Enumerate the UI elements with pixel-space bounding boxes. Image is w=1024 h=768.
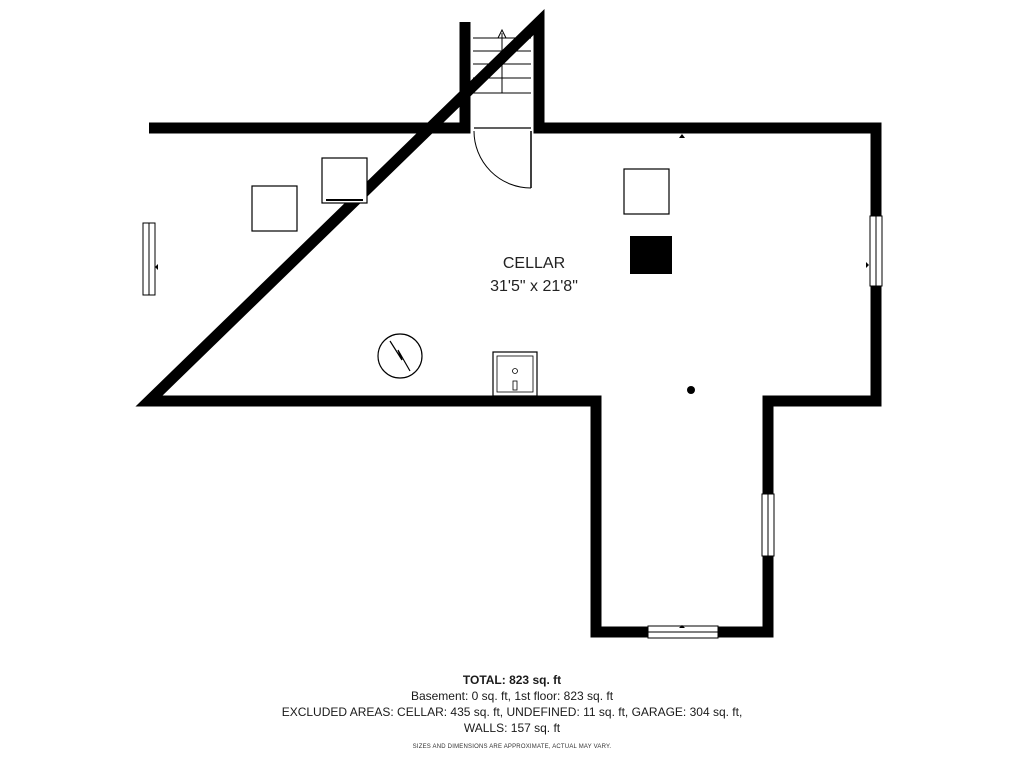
appliance-icon: [251, 185, 298, 232]
chimney-icon: [630, 236, 672, 274]
sink-icon: [492, 351, 538, 397]
window-icon: [142, 222, 158, 296]
appliance-icon: [623, 168, 670, 215]
total-area: TOTAL: 823 sq. ft: [462, 673, 562, 687]
floor-areas: Basement: 0 sq. ft, 1st floor: 823 sq. f…: [410, 689, 614, 703]
electrical-panel-icon: [377, 333, 423, 379]
window-icon: [866, 215, 883, 287]
drain-icon: [687, 386, 695, 394]
window-icon: [647, 625, 719, 639]
floor-plan: CELLAR 31'5" x 21'8": [135, 8, 883, 639]
staircase-icon: [473, 28, 531, 94]
disclaimer: SIZES AND DIMENSIONS ARE APPROXIMATE, AC…: [412, 744, 612, 750]
door-swing-icon: [473, 127, 532, 189]
room-dimensions: 31'5" x 21'8": [490, 278, 578, 295]
walls-area: WALLS: 157 sq. ft: [463, 721, 561, 735]
area-summary: TOTAL: 823 sq. ft Basement: 0 sq. ft, 1s…: [0, 672, 1024, 752]
excluded-areas: EXCLUDED AREAS: CELLAR: 435 sq. ft, UNDE…: [281, 705, 743, 719]
wall-marker: [679, 134, 685, 138]
window-icon: [761, 493, 775, 557]
appliance-icon: [321, 157, 368, 204]
room-name: CELLAR: [503, 255, 565, 272]
